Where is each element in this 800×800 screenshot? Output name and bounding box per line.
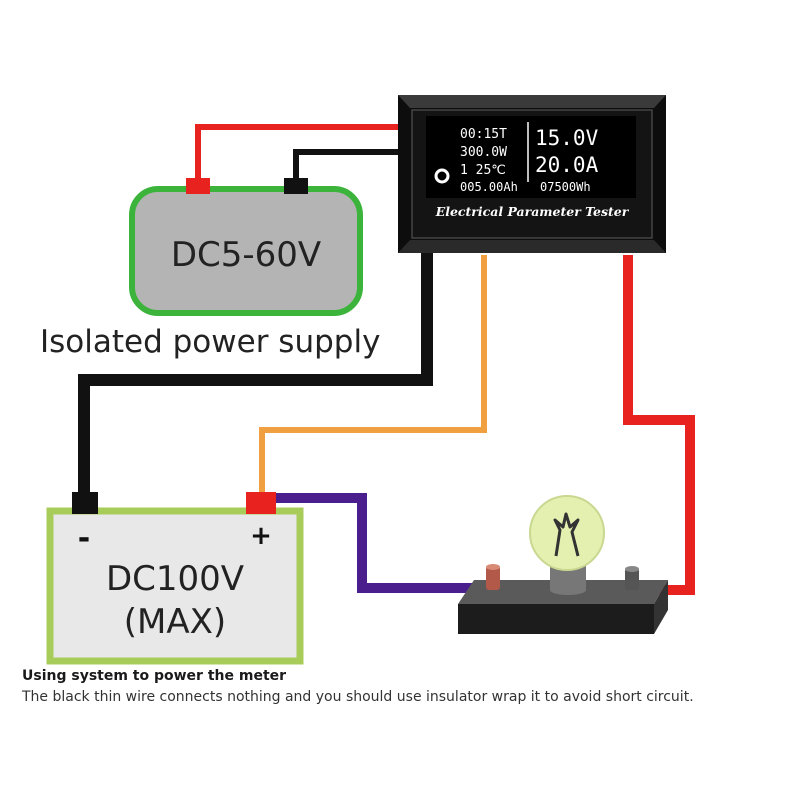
battery-negative-symbol: -	[78, 521, 90, 556]
lamp-filament-icon	[553, 512, 580, 557]
lamp-terminal-left	[486, 566, 500, 590]
meter-current-readout: 20.0A	[535, 153, 599, 177]
meter-energy-readout: 07500Wh	[540, 180, 591, 194]
power-supply-body	[129, 186, 363, 316]
meter-capacity-readout: 005.00Ah	[460, 180, 518, 194]
lamp-terminal-right-top	[625, 566, 639, 572]
wire-purple-battery-to-lamp	[272, 493, 492, 593]
lamp-bulb-glass	[529, 495, 605, 571]
power-supply-positive-terminal	[186, 178, 210, 194]
wire-red-meter-to-lamp	[623, 255, 695, 595]
wire-black-supply-to-meter	[293, 149, 400, 186]
meter-voltage-readout: 15.0V	[535, 126, 599, 150]
power-supply-negative-terminal	[284, 178, 308, 194]
meter-power-readout: 300.0W	[460, 145, 507, 160]
power-supply-caption: Isolated power supply	[40, 324, 380, 360]
battery-max-label: (MAX)	[124, 602, 226, 642]
lamp-socket-bottom	[550, 585, 586, 595]
lamp-base-front	[458, 604, 654, 634]
battery-positive-terminal	[246, 492, 276, 514]
lamp-terminal-right	[625, 568, 639, 590]
power-supply-voltage-label: DC5-60V	[171, 235, 321, 275]
lamp-base-side	[654, 580, 668, 634]
lamp-terminal-left-top	[486, 564, 500, 570]
meter-case-bevel	[398, 95, 666, 108]
battery-voltage-label: DC100V	[106, 559, 244, 599]
battery-body	[46, 507, 304, 665]
wire-black-meter-to-battery	[78, 250, 433, 496]
battery-positive-symbol: +	[250, 521, 272, 551]
caption-title: Using system to power the meter	[22, 668, 287, 684]
battery-negative-terminal	[72, 492, 98, 514]
meter-time-readout: 00:15T	[460, 127, 507, 142]
wire-red-supply-to-meter	[195, 124, 400, 186]
meter-line3-readout: 1 25℃	[460, 163, 506, 178]
meter-name-label: Electrical Parameter Tester	[435, 204, 630, 219]
lamp-assembly	[458, 495, 668, 634]
meter-case-bevel-bottom	[398, 240, 666, 253]
wire-orange-meter-to-battery	[259, 255, 487, 496]
meter-screen	[426, 116, 636, 198]
meter-button-icon	[434, 168, 450, 184]
caption-body: The black thin wire connects nothing and…	[22, 689, 694, 705]
